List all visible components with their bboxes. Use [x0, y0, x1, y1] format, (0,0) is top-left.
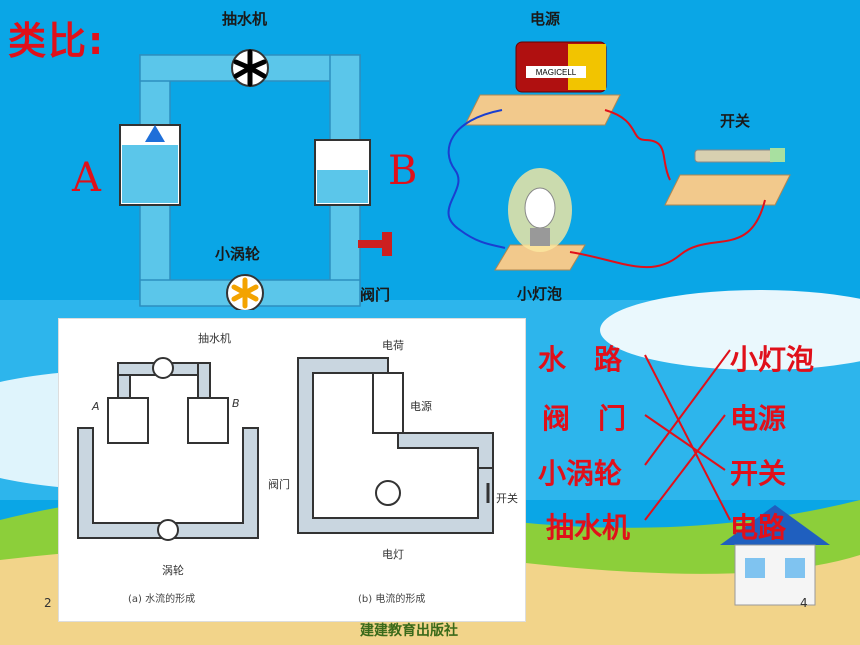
valve-icon	[358, 232, 392, 256]
tank-b	[314, 139, 371, 206]
bulb-icon	[494, 168, 586, 271]
inset-lamp-label: 电灯	[382, 548, 404, 561]
match-right-switch: 开关	[730, 457, 787, 490]
pump-icon	[231, 49, 269, 87]
inset-a-label: A	[92, 400, 100, 413]
inset-b-label: B	[232, 397, 240, 410]
slide-title: 类比:	[8, 19, 106, 63]
publisher-footer: 建建教育出版社	[346, 623, 458, 639]
battery-icon: MAGICELL	[464, 41, 621, 126]
match-right-circuit: 电路	[730, 511, 787, 544]
source-label: 电源	[530, 10, 561, 28]
inset-pump-label: 抽水机	[198, 332, 231, 345]
turbine-label: 小涡轮	[215, 245, 261, 263]
pump-label: 抽水机	[222, 10, 268, 28]
match-line-water-path-circuit	[644, 354, 731, 521]
match-line-valve-switch	[644, 414, 726, 471]
match-right-bulb: 小灯泡	[730, 343, 815, 376]
match-left-pump: 抽水机	[546, 511, 631, 544]
inset-caption-b: (b) 电流的形成	[358, 594, 426, 605]
match-left-water-path: 水 路	[538, 343, 623, 376]
inset-pump-icon	[152, 357, 174, 379]
match-left-valve: 阀 门	[542, 402, 627, 435]
match-right-source: 电源	[730, 402, 787, 435]
turbine-icon	[226, 274, 264, 310]
tank-a	[119, 124, 181, 206]
inset-lamp-icon	[375, 480, 401, 506]
textbook-figure	[77, 357, 494, 541]
page-number: 4	[800, 596, 808, 610]
inset-source-label: 电源	[410, 400, 432, 413]
inset-caption-a: (a) 水流的形成	[128, 594, 196, 605]
water-circuit-diagram	[119, 49, 392, 310]
switch-label: 开关	[720, 112, 751, 130]
tank-a-label: A	[72, 155, 101, 201]
footer-left-fragment: 2	[44, 596, 52, 610]
switch-icon	[664, 148, 791, 206]
match-line-pump-source	[644, 414, 726, 521]
inset-charge-label: 电荷	[382, 339, 404, 352]
valve-label: 阀门	[360, 286, 391, 304]
house-icon	[720, 505, 830, 606]
battery-brand: MAGICELL	[536, 68, 577, 77]
inset-turbine-label: 涡轮	[162, 564, 184, 577]
inset-switch-label: 开关	[496, 492, 518, 505]
inset-valve-label: 阀门	[268, 478, 290, 491]
bulb-label: 小灯泡	[517, 285, 563, 303]
match-line-turbine-bulb	[644, 349, 731, 466]
inset-turbine-icon	[157, 519, 179, 541]
electric-circuit-diagram: MAGICELL	[447, 41, 791, 271]
matching-lines	[644, 349, 731, 521]
match-left-turbine: 小涡轮	[538, 457, 623, 490]
tank-b-label: B	[388, 148, 418, 194]
